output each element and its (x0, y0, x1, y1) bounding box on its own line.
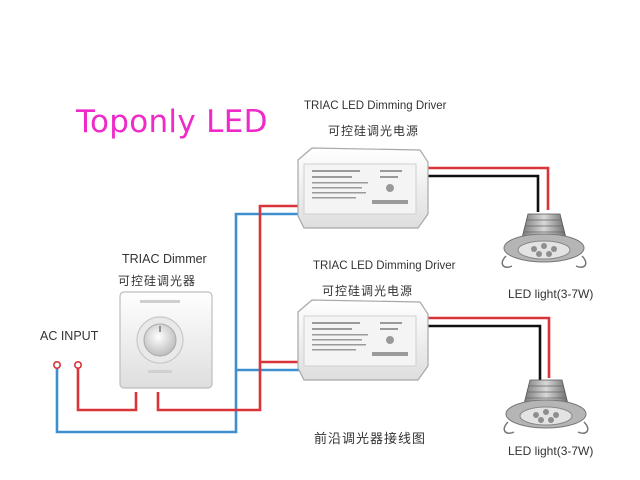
led-downlight-icon (503, 379, 589, 434)
light-top-label: LED light(3-7W) (508, 287, 594, 301)
driver-top-title-cn: 可控硅调光电源 (328, 124, 420, 138)
ac-input-wiring (52, 204, 300, 434)
dimmer-title-en: TRIAC Dimmer (122, 252, 207, 266)
brand-watermark: Toponly LED (76, 104, 268, 140)
led-downlight-icon (501, 213, 587, 268)
dimmer-title-cn: 可控硅调光器 (118, 274, 197, 288)
ac-input-label: AC INPUT (40, 329, 99, 343)
driver-bottom-title-cn: 可控硅调光电源 (322, 284, 414, 298)
driver-bottom-title-en: TRIAC LED Dimming Driver (313, 260, 456, 272)
led-driver-icon (297, 147, 429, 229)
led-driver-icon (297, 299, 429, 381)
dimmer-switch-icon (119, 291, 213, 389)
terminal-icon (74, 360, 83, 369)
led-output-wiring (418, 166, 551, 380)
driver-top-title-en: TRIAC LED Dimming Driver (304, 100, 447, 112)
diagram-caption: 前沿调光器接线图 (314, 432, 427, 447)
light-bottom-label: LED light(3-7W) (508, 444, 594, 458)
terminal-icon (52, 360, 61, 369)
